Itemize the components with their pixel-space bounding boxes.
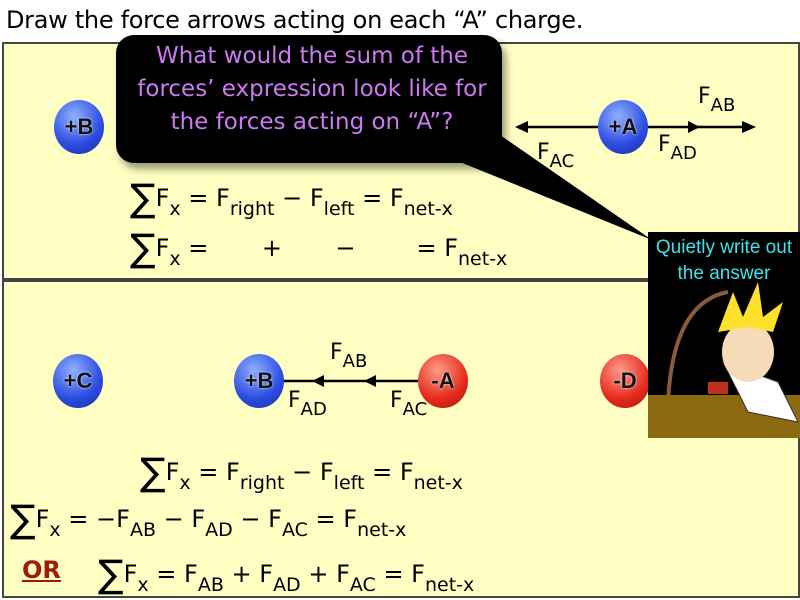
sigma-symbol: ∑ (98, 552, 124, 596)
equation-term: F (155, 184, 170, 212)
f: F (330, 340, 343, 365)
equation-term: = F (148, 560, 198, 588)
sub: AD (670, 143, 697, 164)
sub: AC (549, 151, 575, 172)
subscript: left (333, 472, 365, 494)
subscript: x (49, 519, 61, 541)
charge-bottom-c: +C (53, 354, 103, 408)
sub: AB (710, 95, 736, 116)
subscript: left (323, 198, 355, 220)
sigma-symbol: ∑ (130, 226, 156, 270)
sigma-symbol: ∑ (10, 497, 36, 541)
equation-term: − F (156, 505, 206, 533)
charge-bottom-a: -A (418, 354, 468, 408)
top-equation-2: ∑Fx = + − = Fnet-x (130, 226, 507, 270)
subscript: net-x (413, 472, 463, 494)
equation-term: = F (190, 458, 240, 486)
subscript: net-x (357, 519, 407, 541)
equation-term: + F (223, 560, 274, 588)
equation-term: − F (284, 458, 334, 486)
subscript: AC (281, 519, 308, 541)
or-label: OR (22, 556, 61, 584)
equation-term: = F (375, 560, 425, 588)
equation-term: F (123, 560, 138, 588)
equation-term: = F (180, 184, 230, 212)
equation-term: = + − = F (180, 234, 459, 262)
f: F (698, 84, 711, 109)
subscript: right (229, 198, 275, 220)
sigma-symbol: ∑ (140, 450, 166, 494)
sub: AD (300, 399, 327, 420)
subscript: AD (205, 519, 233, 541)
bottom-equation-2: ∑Fx = −FAB − FAD − FAC = Fnet-x (10, 497, 406, 541)
top-equation-1: ∑Fx = Fright − Fleft = Fnet-x (130, 176, 453, 220)
equation-term: − F (274, 184, 324, 212)
subscript: AC (349, 574, 376, 596)
subscript: x (179, 472, 191, 494)
sub: AC (402, 399, 428, 420)
charge-top-a: +A (598, 100, 648, 154)
subscript: net-x (458, 248, 508, 270)
equation-term: F (35, 505, 50, 533)
bottom-equation-1: ∑Fx = Fright − Fleft = Fnet-x (140, 450, 463, 494)
charge-bottom-d: -D (600, 354, 650, 408)
slide-title: Draw the force arrows acting on each “A”… (6, 6, 584, 34)
f: F (537, 140, 550, 165)
label-bottom-fad: FAD (288, 388, 327, 420)
label-bottom-fab: FAB (330, 340, 367, 372)
callout-bubble (116, 35, 502, 163)
subscript: right (239, 472, 285, 494)
bottom-equation-3: ∑Fx = FAB + FAD + FAC = Fnet-x (98, 552, 474, 596)
subscript: AB (197, 574, 224, 596)
equation-term: − F (232, 505, 282, 533)
label-top-fad: FAD (658, 132, 697, 164)
subscript: net-x (403, 198, 453, 220)
equation-term: = −F (60, 505, 130, 533)
f: F (658, 132, 671, 157)
f: F (288, 388, 301, 413)
label-top-fac: FAC (537, 140, 574, 172)
sigma-symbol: ∑ (130, 176, 156, 220)
cartoon-image: Quietly write out the answer (648, 232, 800, 438)
charge-top-b: +B (54, 100, 104, 154)
cartoon-caption: Quietly write out the answer (655, 237, 793, 284)
subscript: AD (273, 574, 301, 596)
callout-text: What would the sum of the forces’ expres… (137, 43, 487, 135)
equation-term: = F (307, 505, 358, 533)
label-bottom-fac: FAC (390, 388, 427, 420)
subscript: net-x (424, 574, 475, 596)
cartoon-drawing (648, 282, 800, 438)
subscript: x (169, 248, 181, 270)
subscript: x (169, 198, 181, 220)
charge-bottom-b: +B (234, 354, 284, 408)
equation-term: F (155, 234, 170, 262)
equation-term: + F (300, 560, 350, 588)
subscript: AB (129, 519, 156, 541)
subscript: x (137, 574, 149, 596)
equation-term: = F (364, 458, 414, 486)
equation-term: = F (354, 184, 404, 212)
label-top-fab: FAB (698, 84, 735, 116)
equation-term: F (165, 458, 180, 486)
sub: AB (342, 351, 368, 372)
f: F (390, 388, 403, 413)
